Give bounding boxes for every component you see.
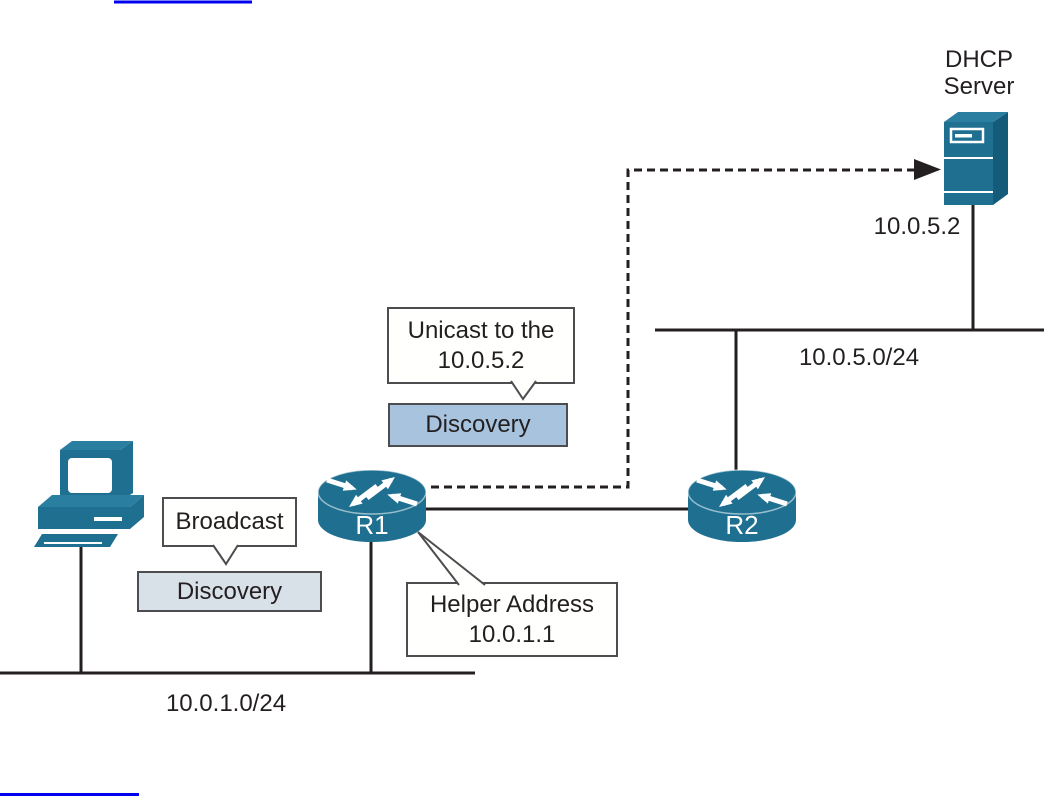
dashed-arrowhead-icon [914,159,941,180]
router-r1-icon: R1 [312,462,432,550]
unicast-callout: Unicast to the 10.0.5.2 [387,307,575,384]
server-lan-label: 10.0.5.0/24 [798,344,920,371]
discovery-box-relay: Discovery [388,403,568,447]
router-r1-label: R1 [355,510,389,540]
discovery-box-client-label: Discovery [176,577,283,605]
dhcp-server-label: DHCP Server [943,46,1015,100]
broadcast-callout-label: Broadcast [175,508,284,535]
router-r2-icon: R2 [682,462,802,550]
dhcp-server-icon [941,110,1011,207]
client-lan-label: 10.0.1.0/24 [165,690,287,717]
unicast-callout-line2: 10.0.5.2 [437,346,525,374]
broadcast-callout: Broadcast [162,497,297,547]
discovery-box-client: Discovery [137,571,322,612]
client-pc-icon [30,440,152,550]
helper-address-line2: 10.0.1.1 [468,620,556,648]
helper-address-callout: Helper Address 10.0.1.1 [406,582,618,657]
discovery-box-relay-label: Discovery [425,411,531,438]
broadcast-callout-tail [212,544,239,566]
server-ip-label: 10.0.5.2 [873,213,961,240]
router-r2-label: R2 [725,510,759,540]
helper-address-line1: Helper Address [429,590,595,618]
unicast-callout-line1: Unicast to the [407,316,555,344]
